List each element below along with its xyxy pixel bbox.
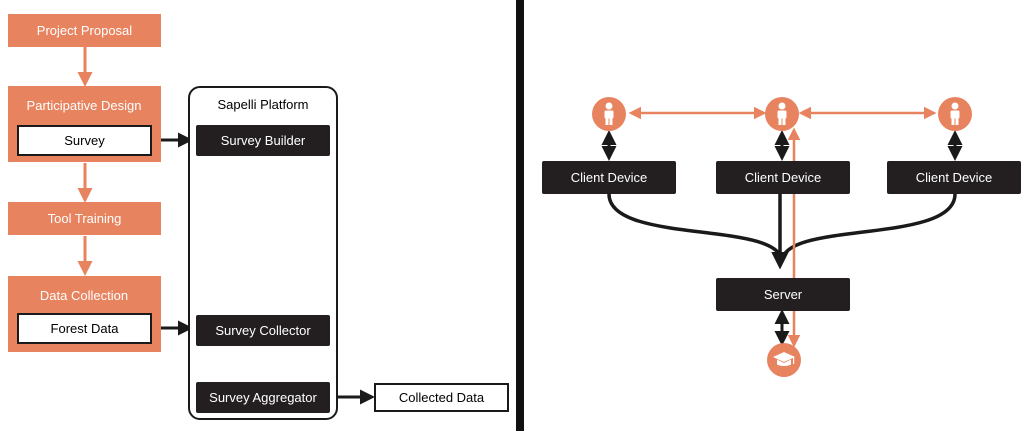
forest-data-box: Forest Data [17, 313, 152, 344]
survey-box: Survey [17, 125, 152, 156]
sapelli-platform-title: Sapelli Platform [217, 97, 309, 112]
graduation-cap-glyph [773, 352, 795, 366]
person-icon [765, 97, 799, 131]
person-icon-glyph [777, 102, 787, 125]
participative-design-label: Participative Design [26, 98, 142, 113]
person-icon [938, 97, 972, 131]
tool-training-box: Tool Training [8, 202, 161, 235]
survey-collector-box: Survey Collector [196, 315, 330, 346]
link-device1-server [607, 193, 784, 263]
client-device-box: Client Device [716, 161, 850, 194]
data-collection-label: Data Collection [39, 288, 129, 303]
link-device3-server [780, 193, 957, 263]
project-proposal-box: Project Proposal [8, 14, 161, 47]
client-device-box: Client Device [887, 161, 1021, 194]
client-device-box: Client Device [542, 161, 676, 194]
survey-builder-box: Survey Builder [196, 125, 330, 156]
collected-data-box: Collected Data [374, 383, 509, 412]
person-icon-glyph [950, 102, 960, 125]
person-icon [592, 97, 626, 131]
server-box: Server [716, 278, 850, 311]
panel-divider [516, 0, 524, 431]
graduation-cap-icon [767, 343, 801, 377]
survey-aggregator-box: Survey Aggregator [196, 382, 330, 413]
person-icon-glyph [604, 102, 614, 125]
